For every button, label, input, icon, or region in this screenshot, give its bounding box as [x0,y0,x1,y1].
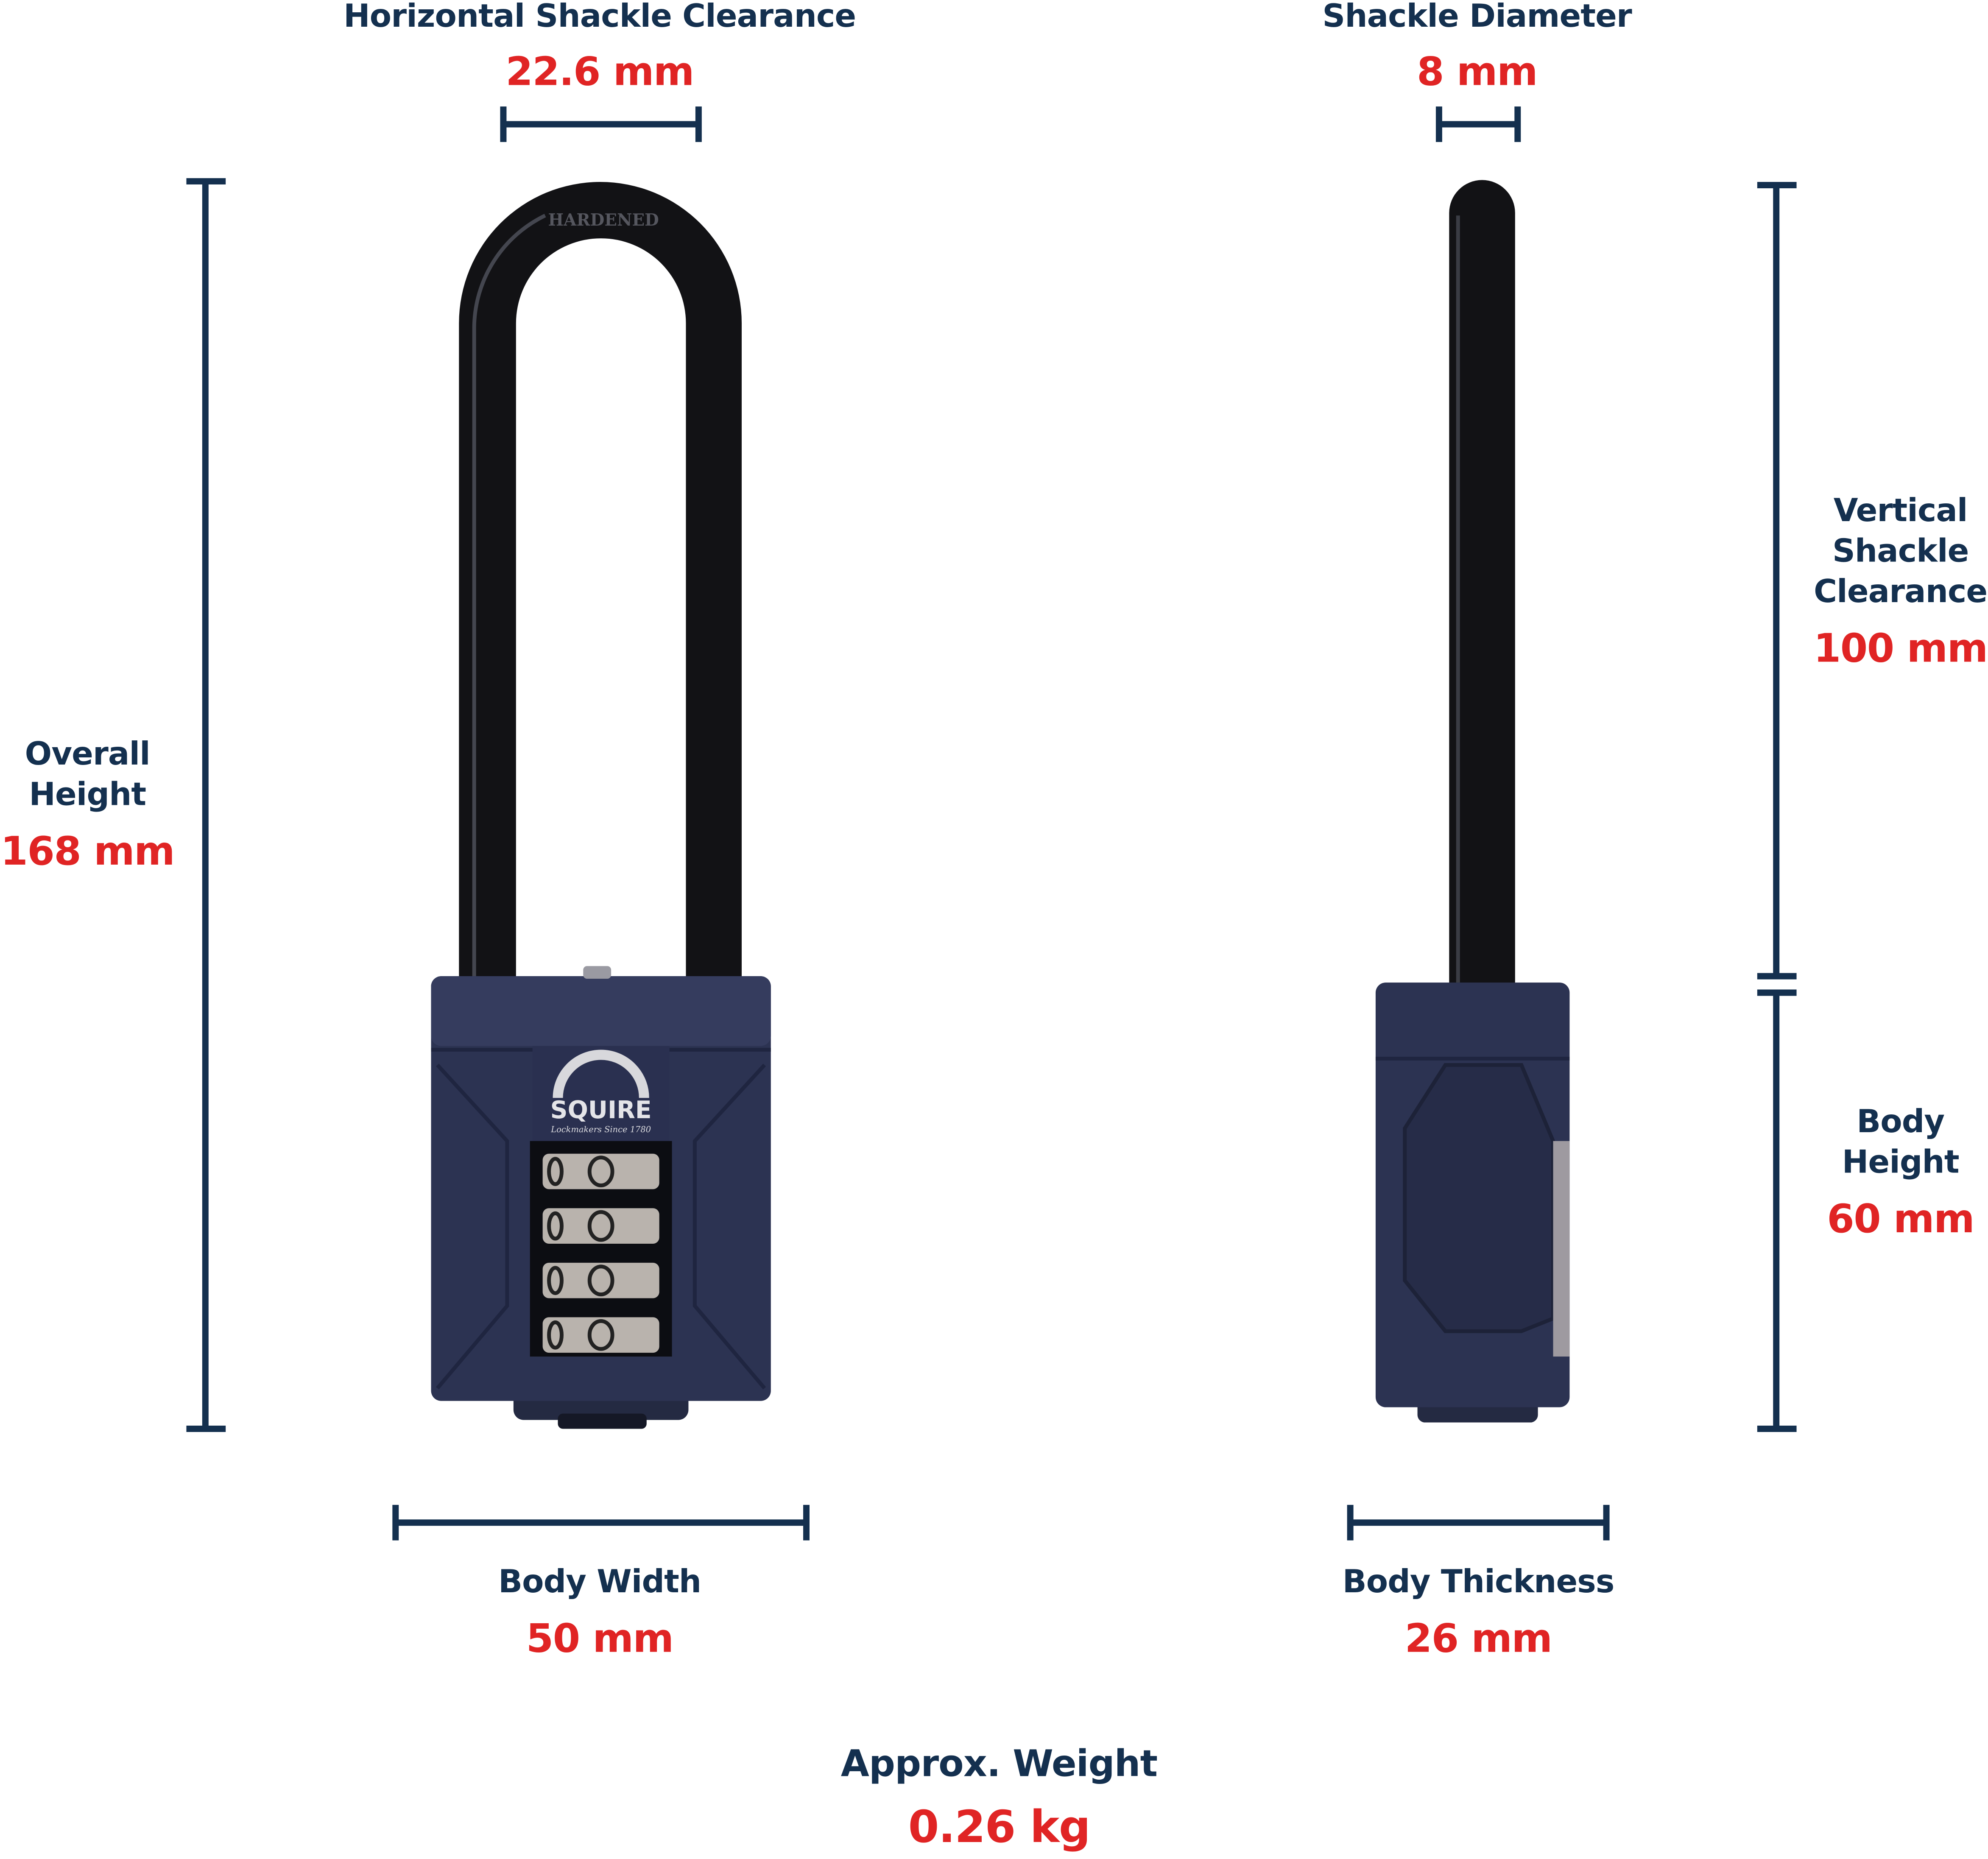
shackle [459,182,742,983]
body-height-label-line2: Height [1842,1143,1960,1181]
weight-value: 0.26 kg [908,1803,1091,1854]
body-thickness-bracket [1347,1505,1610,1541]
vertical-clearance-label-line2: Shackle [1832,532,1969,569]
vertical-clearance-label-line1: Vertical [1833,492,1968,529]
body-width-value: 50 mm [526,1616,674,1662]
shackle-diameter-value: 8 mm [1417,49,1538,95]
padlock-side-view [1375,180,1570,1423]
body-height-label-line1: Body [1857,1103,1945,1140]
shackle-diameter-label: Shackle Diameter [1322,0,1632,34]
vertical-clearance-value: 100 mm [1813,626,1988,672]
shackle-marking: HARDENED [548,211,659,230]
weight-label: Approx. Weight [840,1742,1158,1785]
overall-height-label-line2: Height [29,776,146,813]
padlock-front-view: HARDENED SQUIRE Lockmakers Since 1780 [431,182,771,1429]
body-width-bracket [392,1505,810,1541]
overall-height-label-line1: Overall [25,735,151,772]
body-height-bracket [1757,989,1797,1432]
body-thickness-value: 26 mm [1404,1616,1552,1662]
brand-tagline: Lockmakers Since 1780 [550,1125,651,1134]
shackle-side [1449,180,1515,989]
brand-logo: SQUIRE [550,1096,652,1124]
body-thickness-label: Body Thickness [1342,1563,1615,1600]
combination-dials [542,1153,659,1353]
side-panel [1403,1063,1555,1333]
overall-height-value: 168 mm [0,829,175,875]
dimension-lines [186,106,1797,1541]
horizontal-clearance-value: 22.6 mm [505,49,694,95]
vertical-clearance-bracket [1757,182,1797,980]
body-width-label: Body Width [498,1563,701,1600]
shackle-diameter-bracket [1435,106,1521,142]
horizontal-clearance-bracket [500,106,702,142]
overall-height-bracket [186,178,226,1432]
vertical-clearance-label-line3: Clearance [1814,573,1988,610]
body-height-value: 60 mm [1827,1197,1974,1243]
horizontal-clearance-label: Horizontal Shackle Clearance [343,0,856,34]
